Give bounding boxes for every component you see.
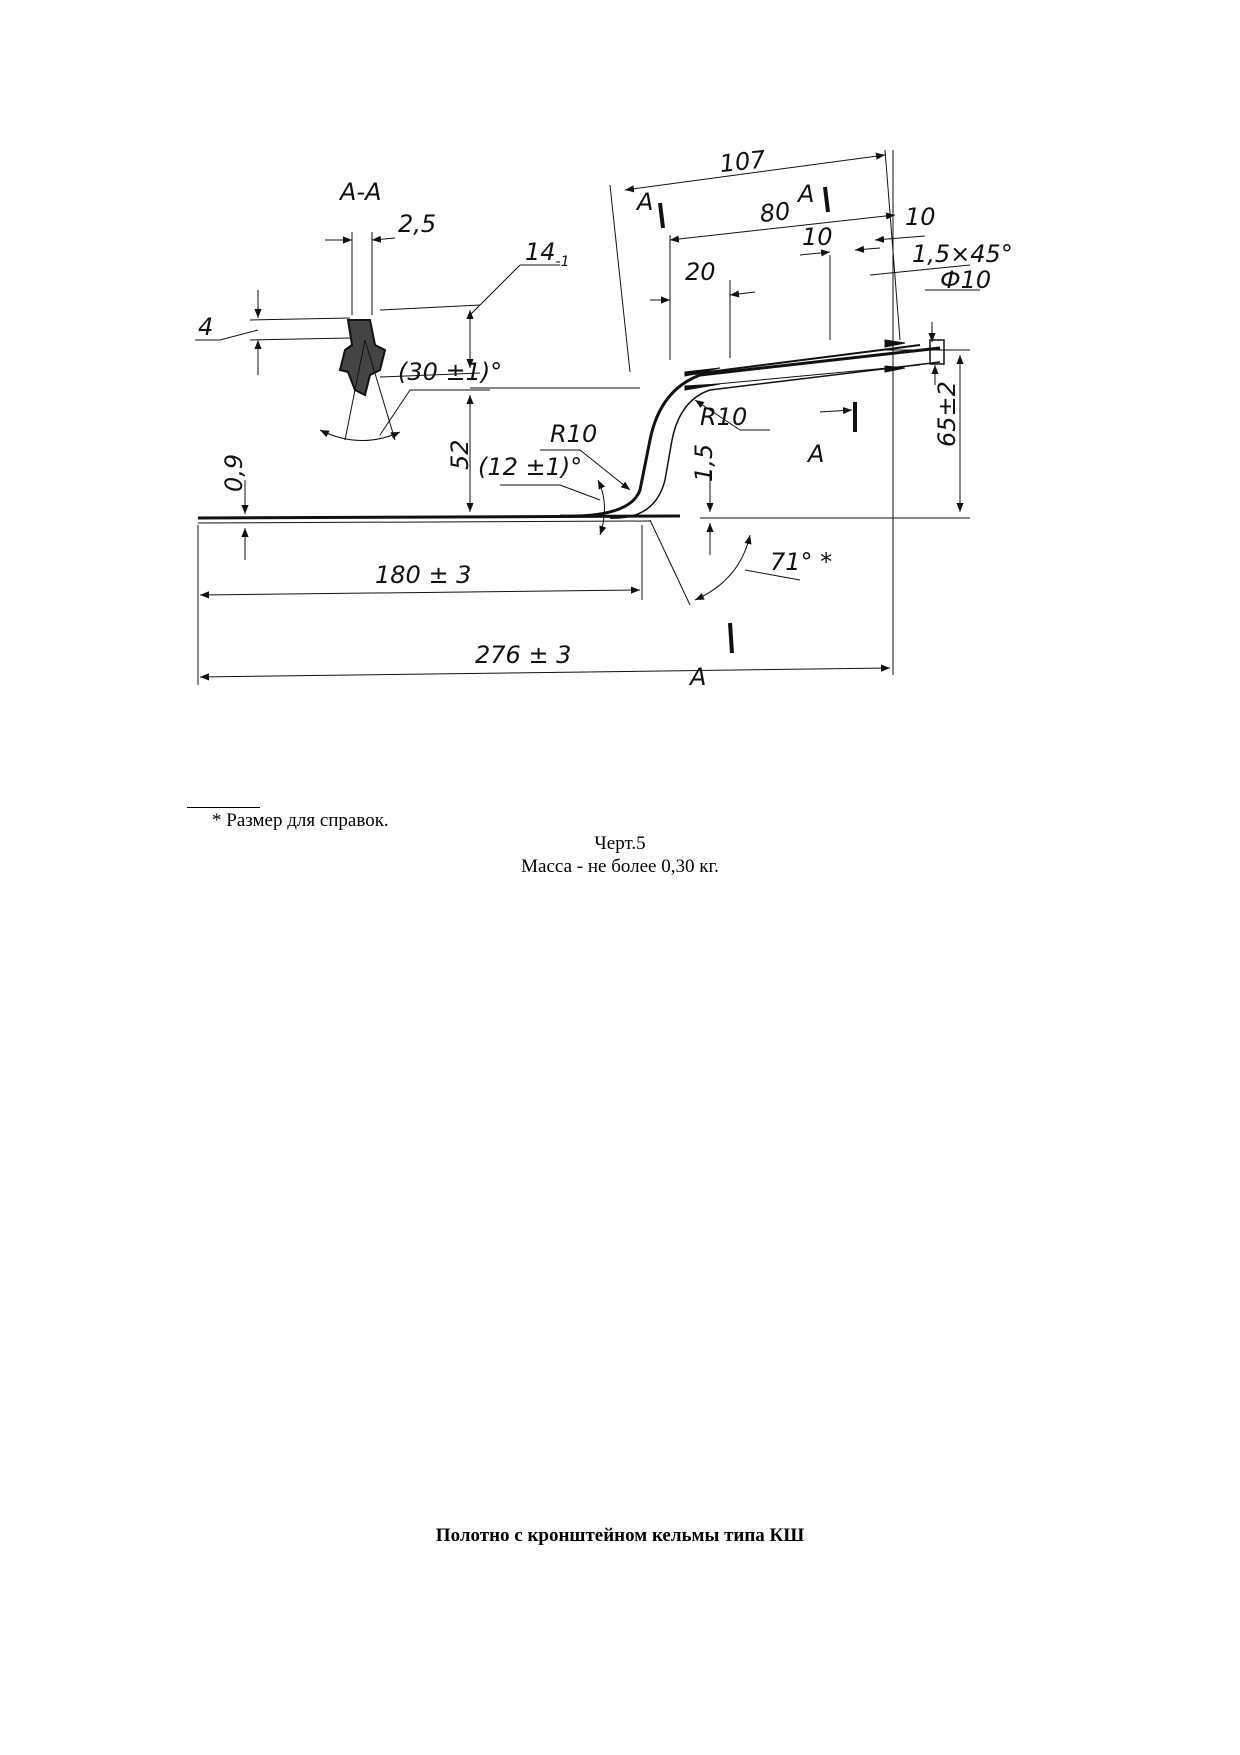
dim-1-5: 1,5 bbox=[690, 444, 718, 482]
dim-phi-10: Ф10 bbox=[940, 266, 991, 294]
dim-10-a: 10 bbox=[802, 223, 833, 251]
drawing-caption: Черт.5 bbox=[594, 833, 646, 854]
cut-letter-top-right: А bbox=[796, 180, 814, 208]
dim-65: 65±2 bbox=[933, 381, 961, 447]
dim-14: 14-1 bbox=[525, 238, 570, 270]
dim-0-9: 0,9 bbox=[220, 454, 248, 492]
section-label: А-А bbox=[338, 178, 382, 206]
dim-r10-left: R10 bbox=[550, 420, 597, 448]
section-profile bbox=[338, 319, 387, 397]
dim-71-angle: 71° * bbox=[770, 548, 832, 576]
dim-4: 4 bbox=[198, 313, 213, 341]
blade-top bbox=[197, 514, 681, 520]
dim-180: 180 ± 3 bbox=[375, 561, 471, 589]
bracket-profile bbox=[559, 346, 941, 518]
dim-30-angle: (30 ±1)° bbox=[398, 358, 502, 386]
cut-letter-top-left: А bbox=[635, 188, 653, 216]
dim-12-angle: (12 ±1)° bbox=[478, 453, 582, 481]
dim-2-5: 2,5 bbox=[398, 210, 436, 238]
section-view: А-А 2,5 14-1 4 (30 ±1)° bbox=[195, 178, 570, 441]
dim-10-b: 10 bbox=[905, 203, 936, 231]
dim-80: 80 bbox=[758, 197, 791, 228]
dim-107: 107 bbox=[718, 145, 767, 178]
drawing-svg: А-А 2,5 14-1 4 (30 ±1)° bbox=[195, 145, 1013, 691]
side-view: 107 80 10 10 1,5×45° Ф10 20 R10 R10 bbox=[197, 145, 1013, 691]
footnote: * Размер для справок. bbox=[212, 810, 389, 831]
dim-r10-right: R10 bbox=[700, 403, 747, 431]
dim-276: 276 ± 3 bbox=[475, 641, 571, 669]
cut-letter-bottom: А bbox=[688, 663, 706, 691]
bracket-inner bbox=[609, 361, 941, 519]
dim-chamfer: 1,5×45° bbox=[912, 240, 1013, 268]
cut-letter-right: А bbox=[806, 440, 824, 468]
section-heading: Полотно с кронштейном кельмы типа КШ bbox=[435, 1525, 805, 1546]
footnote-rule bbox=[187, 807, 260, 808]
blade-bottom bbox=[197, 520, 651, 524]
dim-52: 52 bbox=[446, 439, 474, 470]
mass-caption: Масса - не более 0,30 кг. bbox=[521, 856, 719, 877]
technical-drawing: А-А 2,5 14-1 4 (30 ±1)° bbox=[180, 140, 1130, 800]
dim-20: 20 bbox=[685, 258, 716, 286]
